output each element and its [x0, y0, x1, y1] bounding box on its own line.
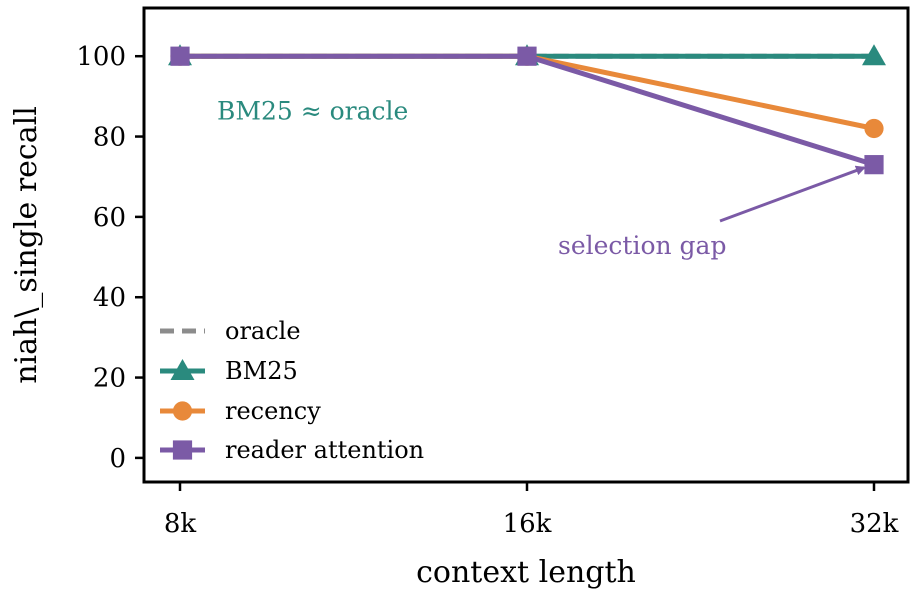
y-tick-label: 20: [93, 364, 126, 394]
y-tick-label: 0: [109, 444, 126, 474]
annotation-selection-gap: selection gap: [558, 231, 726, 260]
legend-item: oracle: [160, 317, 301, 345]
x-axis-label: context length: [416, 555, 636, 590]
legend-item: recency: [160, 397, 321, 425]
legend-label: oracle: [225, 317, 301, 345]
legend-label: reader attention: [225, 436, 424, 464]
data-point: [864, 118, 884, 139]
y-tick-label: 60: [93, 203, 126, 233]
x-tick-label: 32k: [850, 509, 899, 539]
data-point: [170, 46, 190, 66]
series-reader-attention: [170, 46, 884, 175]
y-tick-label: 80: [93, 123, 126, 153]
data-point: [862, 44, 886, 66]
legend-label: recency: [225, 397, 321, 425]
data-point: [517, 46, 537, 66]
annotation-bm25-oracle: BM25 ≈ oracle: [217, 96, 408, 125]
annotation-arrow: [719, 165, 866, 223]
legend-marker: [170, 359, 195, 380]
y-axis-label: niah\_single recall: [9, 106, 44, 384]
legend-item: BM25: [160, 357, 298, 385]
legend-marker: [172, 440, 193, 460]
x-tick-label: 16k: [503, 509, 552, 539]
x-tick-label: 8k: [164, 509, 197, 539]
legend-item: reader attention: [160, 436, 424, 464]
legend-label: BM25: [225, 357, 298, 385]
y-tick-label: 100: [76, 42, 126, 72]
legend-marker: [172, 401, 193, 421]
data-point: [864, 155, 884, 175]
y-tick-label: 40: [93, 283, 126, 313]
